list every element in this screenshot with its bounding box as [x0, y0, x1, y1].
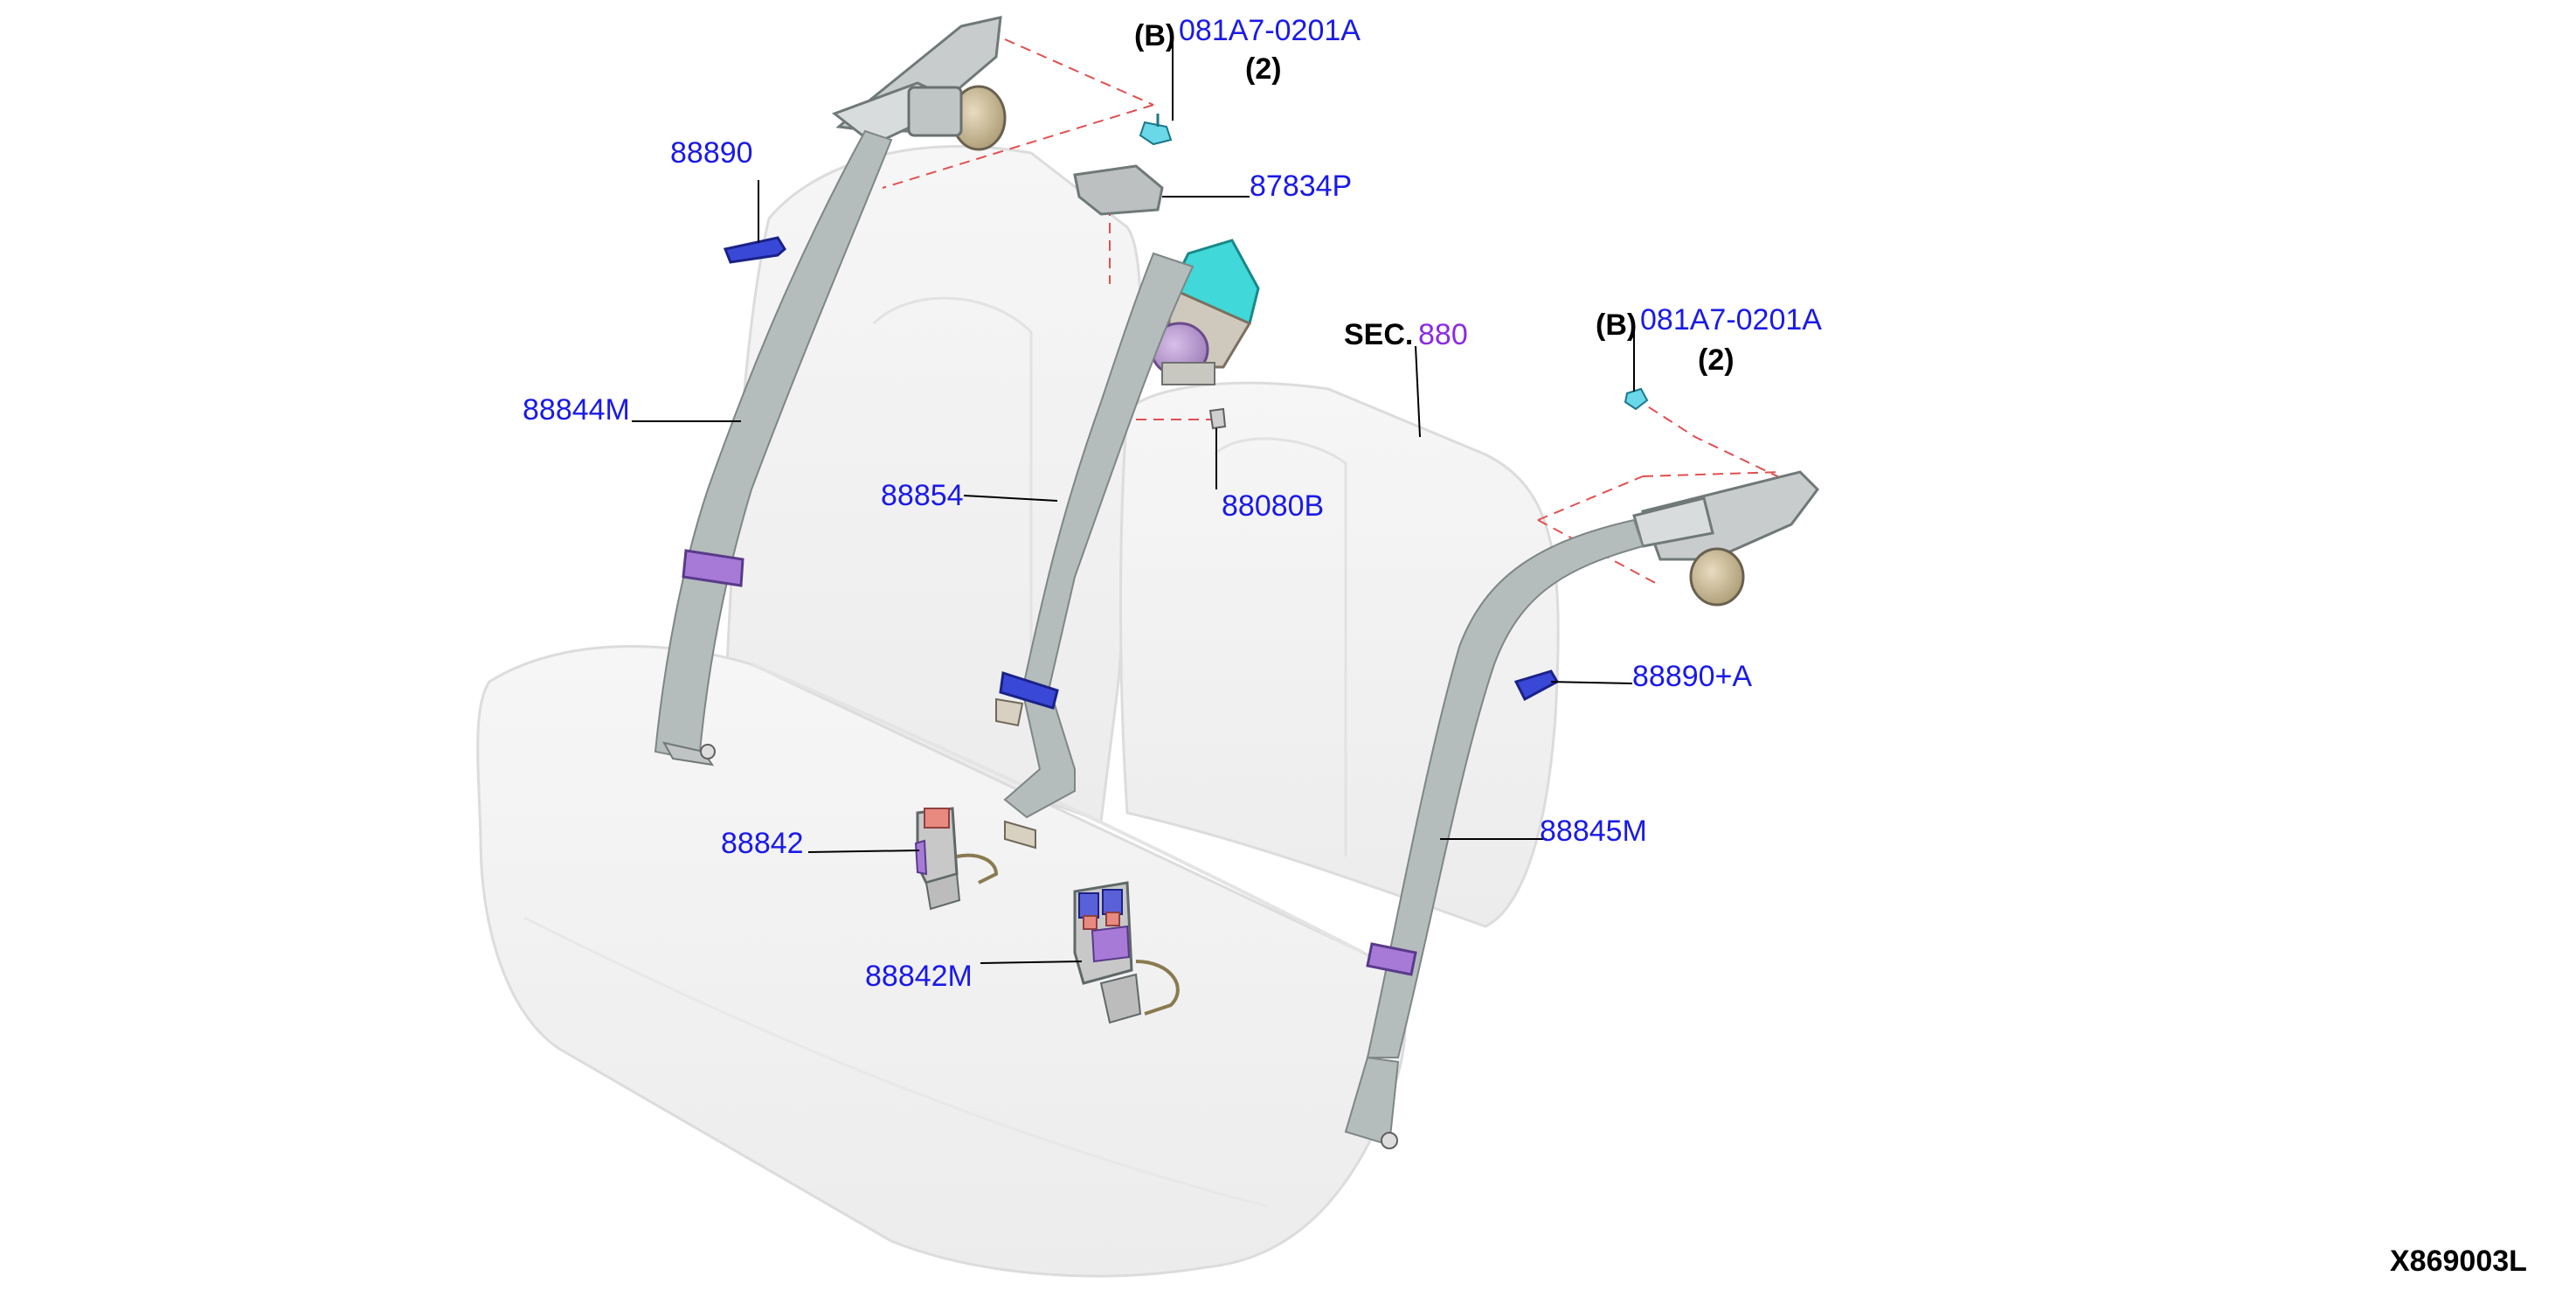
belt-center-part-number[interactable]: 88854	[881, 479, 964, 512]
seatback-panel-line	[1213, 437, 1347, 857]
right-retractor-anchor	[1632, 470, 1819, 607]
guide-left-part-number[interactable]: 88890	[670, 136, 753, 170]
seat-cushion	[476, 645, 1407, 1278]
cover-escutcheon	[1073, 164, 1164, 216]
center-belt-webbing	[1021, 252, 1195, 691]
belt-right-part-number[interactable]: 88845M	[1540, 815, 1647, 848]
left-retractor-anchor	[831, 16, 1007, 151]
bolt-right-part-number[interactable]: 081A7-0201A	[1640, 303, 1822, 336]
leader-buckle-double	[980, 961, 1083, 964]
bolt-right-quantity: (2)	[1698, 343, 1735, 377]
center-belt-lower	[1003, 689, 1076, 819]
bolt-left-part-number[interactable]: 081A7-0201A	[1179, 14, 1361, 47]
center-tongue	[995, 697, 1036, 850]
figure-code: X869003L	[2390, 1245, 2527, 1278]
buckle-double-part-number[interactable]: 88842M	[865, 960, 973, 993]
bracket-part-number[interactable]: 88080B	[1222, 489, 1325, 523]
buckle-single	[914, 807, 999, 911]
leader-belt-center	[963, 495, 1058, 502]
right-bolt	[1624, 387, 1649, 411]
guide-right-part-number[interactable]: 88890+A	[1632, 660, 1753, 693]
dashed-guides	[882, 38, 1797, 586]
buckle-single-part-number[interactable]: 88842	[721, 827, 804, 860]
right-belt-guide-purple	[1366, 942, 1417, 976]
center-retractor	[1150, 239, 1260, 385]
seatback-panel-line	[872, 296, 1033, 717]
bolt-right-tag: (B)	[1596, 309, 1638, 342]
left-belt-floor-anchor	[662, 741, 716, 766]
center-belt-guide-blue	[999, 671, 1059, 710]
leader-lines	[632, 38, 1635, 964]
section-ref-prefix: SEC.	[1344, 318, 1414, 351]
left-belt-guide-purple	[682, 549, 744, 587]
section-ref-number[interactable]: 880	[1418, 318, 1468, 351]
right-belt-webbing	[1366, 518, 1645, 1058]
seat-cushion-seam	[751, 662, 1364, 954]
buckle-double	[1073, 881, 1180, 1024]
leader-sec	[1415, 345, 1421, 438]
bolt-left-tag: (B)	[1134, 19, 1176, 52]
seat-cushion-seam	[523, 916, 1268, 1208]
leader-buckle-single	[807, 850, 920, 853]
left-shoulder-guide	[723, 236, 786, 264]
left-bolt	[1139, 114, 1173, 146]
cover-part-number[interactable]: 87834P	[1250, 170, 1353, 203]
belt-left-part-number[interactable]: 88844M	[523, 393, 630, 427]
leader-guide-right	[1550, 681, 1633, 684]
bolt-left-quantity: (2)	[1245, 52, 1282, 86]
bracket-88080b	[1208, 407, 1227, 430]
right-belt-floor-anchor	[1381, 1132, 1398, 1149]
